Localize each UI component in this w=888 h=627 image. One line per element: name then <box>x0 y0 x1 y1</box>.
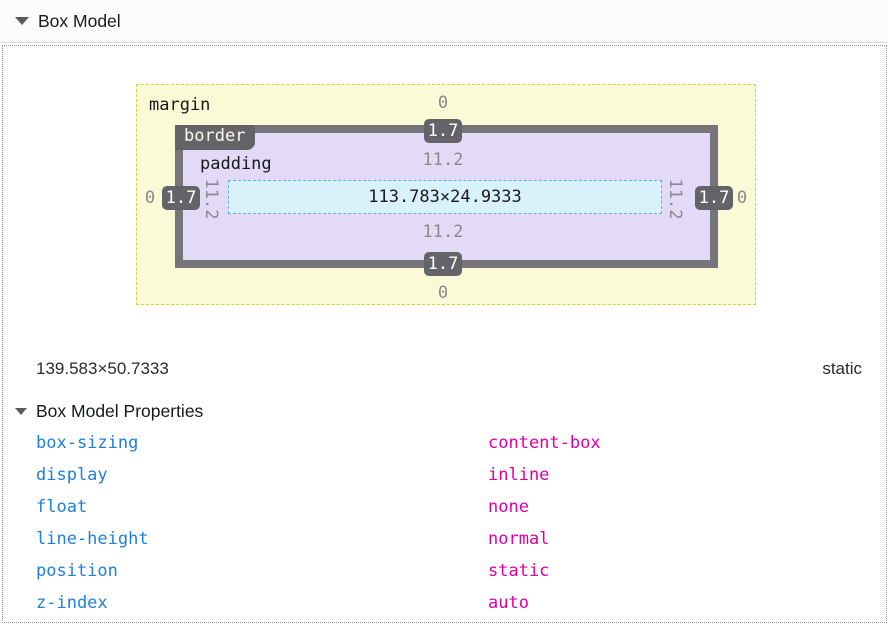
property-value: content-box <box>488 433 601 453</box>
property-value: inline <box>488 465 550 485</box>
box-model-header[interactable]: Box Model <box>0 0 888 43</box>
property-row-line-height[interactable]: line-height normal <box>3 529 885 557</box>
element-dimensions: 139.583×50.7333 <box>36 359 169 378</box>
box-model-properties-header[interactable]: Box Model Properties <box>0 398 500 424</box>
padding-top-value[interactable]: 11.2 <box>422 150 464 170</box>
property-name: float <box>36 497 88 517</box>
property-name: line-height <box>36 529 149 549</box>
border-left-value[interactable]: 1.7 <box>162 186 200 210</box>
margin-top-value[interactable]: 0 <box>437 93 449 113</box>
property-value: none <box>488 497 529 517</box>
property-name: display <box>36 465 108 485</box>
padding-bottom-value[interactable]: 11.2 <box>422 222 464 242</box>
content-region[interactable]: 113.783×24.9333 <box>228 180 662 214</box>
property-name: position <box>36 561 118 581</box>
property-value: normal <box>488 529 550 549</box>
margin-bottom-value[interactable]: 0 <box>437 283 449 303</box>
margin-label: margin <box>149 95 211 115</box>
property-name: z-index <box>36 593 108 613</box>
box-model-title: Box Model <box>38 10 121 31</box>
padding-left-value[interactable]: 11.2 <box>201 178 221 220</box>
property-row-box-sizing[interactable]: box-sizing content-box <box>3 433 885 461</box>
collapse-triangle-icon[interactable] <box>15 17 29 25</box>
element-position: static <box>822 359 862 378</box>
margin-left-value[interactable]: 0 <box>144 188 156 208</box>
property-name: box-sizing <box>36 433 139 453</box>
property-row-display[interactable]: display inline <box>3 465 885 493</box>
margin-right-value[interactable]: 0 <box>736 188 748 208</box>
property-row-position[interactable]: position static <box>3 561 885 589</box>
collapse-triangle-icon[interactable] <box>15 407 27 415</box>
element-summary-row: 139.583×50.7333 static <box>0 359 888 383</box>
padding-right-value[interactable]: 11.2 <box>665 178 685 220</box>
property-value: auto <box>488 593 529 613</box>
property-row-z-index[interactable]: z-index auto <box>3 593 885 621</box>
border-top-value[interactable]: 1.7 <box>424 119 462 143</box>
content-size[interactable]: 113.783×24.9333 <box>368 187 522 207</box>
box-model-diagram: margin border padding 113.783×24.9333 0 … <box>136 84 756 305</box>
property-value: static <box>488 561 550 581</box>
box-model-properties-title: Box Model Properties <box>36 400 204 421</box>
border-label: border <box>175 125 256 150</box>
padding-label: padding <box>200 154 272 174</box>
border-right-value[interactable]: 1.7 <box>695 186 733 210</box>
border-bottom-value[interactable]: 1.7 <box>424 252 462 276</box>
property-row-float[interactable]: float none <box>3 497 885 525</box>
